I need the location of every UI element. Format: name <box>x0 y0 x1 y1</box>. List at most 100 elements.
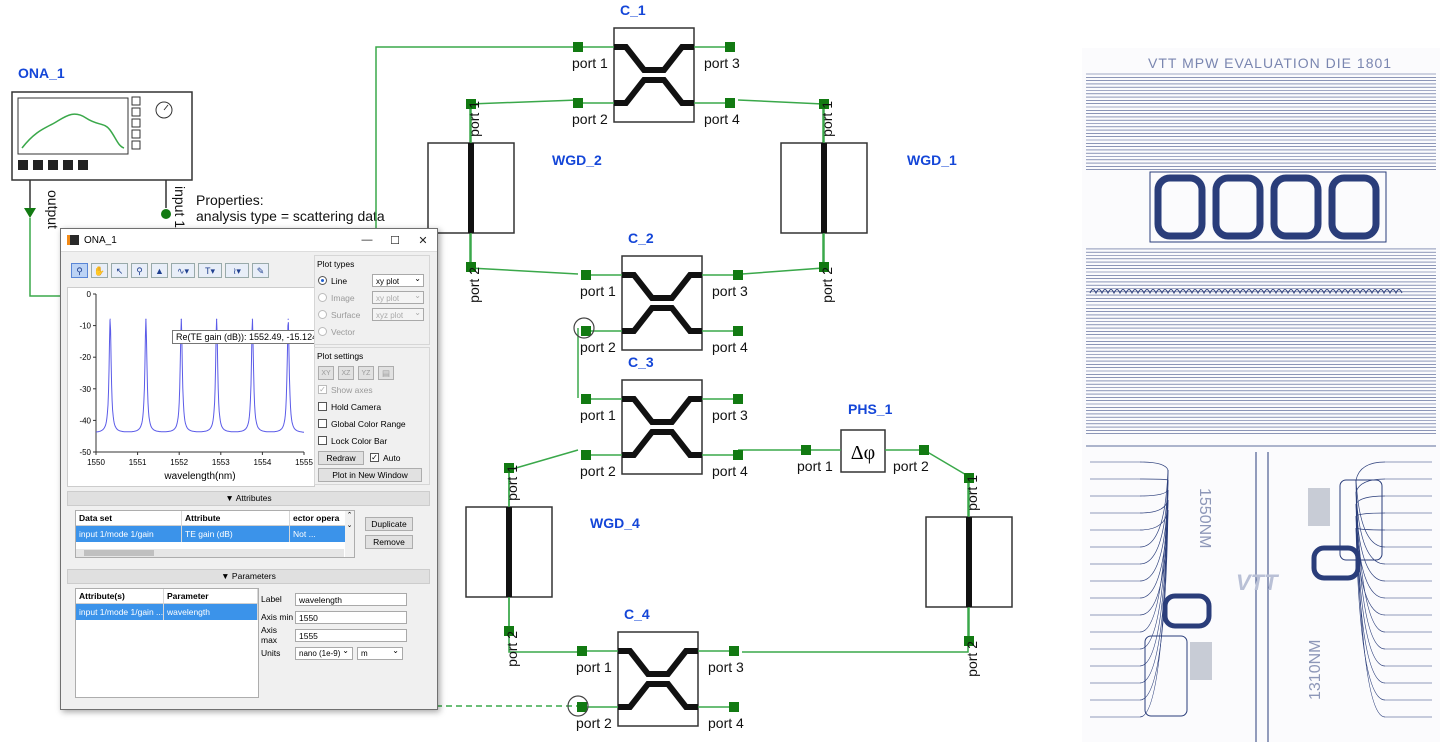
global-color-range-checkbox[interactable] <box>318 419 327 428</box>
waveguide-wgd-2[interactable] <box>427 99 515 272</box>
cell-data-set: input 1/mode 1/gain <box>76 526 182 542</box>
y-tick-label: -40 <box>79 416 91 425</box>
port-square[interactable] <box>801 445 811 455</box>
plot-type-line[interactable]: Line xy plot <box>318 272 429 289</box>
parameters-table[interactable]: Attribute(s) Parameter input 1/mode 1/ga… <box>75 588 259 698</box>
auto-checkbox[interactable]: ✓ <box>370 453 379 462</box>
port-label: port 2 <box>504 631 520 667</box>
waveguide-wgd-1[interactable] <box>780 99 868 272</box>
close-button[interactable]: ✕ <box>418 234 428 247</box>
port-square[interactable] <box>581 450 591 460</box>
port-square[interactable] <box>725 42 735 52</box>
minimize-button[interactable]: — <box>361 234 373 246</box>
x-tick-label: 1552 <box>170 458 188 467</box>
axis-min-input[interactable]: 1550 <box>295 610 407 624</box>
selected-port-ring[interactable] <box>573 317 595 339</box>
line-type-select[interactable]: xy plot <box>372 272 424 287</box>
coupler-c-2[interactable] <box>581 255 743 351</box>
vertical-scrollbar[interactable]: ⌃⌄ <box>345 511 354 557</box>
axis-max-input[interactable]: 1555 <box>295 628 407 642</box>
coupler-c-1[interactable] <box>573 27 735 123</box>
col-parameter[interactable]: Parameter <box>164 589 258 603</box>
cell-attributes: input 1/mode 1/gain ... <box>76 604 164 620</box>
ona-result-window[interactable]: ONA_1 — ☐ ✕ ⚲ ✋ ↖ ⚲ ▲ ∿▾ T▾ ≀▾ ✎ 0-10-20… <box>60 228 438 710</box>
coupler-c-3[interactable] <box>581 379 743 475</box>
col-attributes[interactable]: Attribute(s) <box>76 589 164 603</box>
image-type-select: xy plot <box>372 289 424 304</box>
zoom-region-icon[interactable]: ⚲ <box>131 263 148 278</box>
port-square[interactable] <box>819 262 829 272</box>
port-square[interactable] <box>729 646 739 656</box>
phase-shifter-phs-1[interactable]: Δφ <box>801 429 929 473</box>
coupler-label: C_3 <box>628 354 654 370</box>
port-square[interactable] <box>964 473 974 483</box>
port-square[interactable] <box>573 98 583 108</box>
text-menu-icon[interactable]: T▾ <box>198 263 222 278</box>
curve-menu-icon[interactable]: ∿▾ <box>171 263 195 278</box>
axis-min-label: Axis min <box>261 612 294 622</box>
port-square[interactable] <box>964 636 974 646</box>
port-square[interactable] <box>729 702 739 712</box>
maximize-button[interactable]: ☐ <box>390 234 400 247</box>
port-label: port 1 <box>466 101 482 137</box>
plot-in-new-window-button[interactable]: Plot in New Window <box>318 467 422 482</box>
port-square[interactable] <box>577 702 587 712</box>
port-square[interactable] <box>733 450 743 460</box>
mountain-icon[interactable]: ▲ <box>151 263 168 278</box>
save-view-icon: ▤ <box>378 365 394 380</box>
marker-menu-icon[interactable]: ≀▾ <box>225 263 249 278</box>
table-row[interactable]: input 1/mode 1/gain TE gain (dB) Not ... <box>76 526 354 542</box>
port-square[interactable] <box>819 99 829 109</box>
port-square[interactable] <box>919 445 929 455</box>
window-titlebar[interactable]: ONA_1 — ☐ ✕ <box>61 229 437 252</box>
cell-vector-operation: Not ... <box>290 526 346 542</box>
horizontal-scrollbar[interactable] <box>76 549 344 557</box>
port-square[interactable] <box>725 98 735 108</box>
lock-color-bar-checkbox[interactable] <box>318 436 327 445</box>
col-data-set[interactable]: Data set <box>76 511 182 525</box>
attributes-table[interactable]: Data set Attribute ector opera input 1/m… <box>75 510 355 558</box>
units-unit-select[interactable]: m <box>357 645 403 660</box>
waveguide-wgd-4[interactable] <box>465 463 553 636</box>
port-square[interactable] <box>581 394 591 404</box>
selected-port-ring[interactable] <box>567 695 589 717</box>
port-label: port 3 <box>712 283 748 299</box>
port-square[interactable] <box>573 42 583 52</box>
zoom-icon[interactable]: ⚲ <box>71 263 88 278</box>
port-square[interactable] <box>733 394 743 404</box>
parameters-section-header[interactable]: ▼ Parameters <box>67 569 430 584</box>
hold-camera-checkbox[interactable] <box>318 402 327 411</box>
port-square[interactable] <box>466 99 476 109</box>
attributes-section-header[interactable]: ▼ Attributes <box>67 491 430 506</box>
coupler-c-4[interactable] <box>577 631 739 727</box>
pen-icon[interactable]: ✎ <box>252 263 269 278</box>
port-square[interactable] <box>581 326 591 336</box>
remove-button[interactable]: Remove <box>365 535 413 549</box>
pointer-icon[interactable]: ↖ <box>111 263 128 278</box>
radio-line[interactable] <box>318 276 327 285</box>
col-vector-operation[interactable]: ector opera <box>290 511 346 525</box>
input-port-dot[interactable] <box>161 209 171 219</box>
port-square[interactable] <box>504 463 514 473</box>
waveguide-wgd-3[interactable] <box>925 473 1013 646</box>
port-square[interactable] <box>504 626 514 636</box>
units-prefix-select[interactable]: nano (1e-9) <box>295 645 353 660</box>
plot-type-surface-label: Surface <box>331 309 361 320</box>
label-input[interactable]: wavelength <box>295 592 407 606</box>
col-attribute[interactable]: Attribute <box>182 511 290 525</box>
duplicate-button[interactable]: Duplicate <box>365 517 413 531</box>
port-square[interactable] <box>733 270 743 280</box>
table-row[interactable]: input 1/mode 1/gain ... wavelength <box>76 604 258 620</box>
port-square[interactable] <box>733 326 743 336</box>
port-label: port 3 <box>712 407 748 423</box>
pan-icon[interactable]: ✋ <box>91 263 108 278</box>
properties-line: analysis type = scattering data <box>196 208 385 224</box>
output-port-arrow[interactable] <box>24 208 36 218</box>
ona-instrument[interactable] <box>11 91 193 181</box>
port-square[interactable] <box>581 270 591 280</box>
port-square[interactable] <box>466 262 476 272</box>
port-square[interactable] <box>577 646 587 656</box>
redraw-button[interactable]: Redraw <box>318 450 364 465</box>
